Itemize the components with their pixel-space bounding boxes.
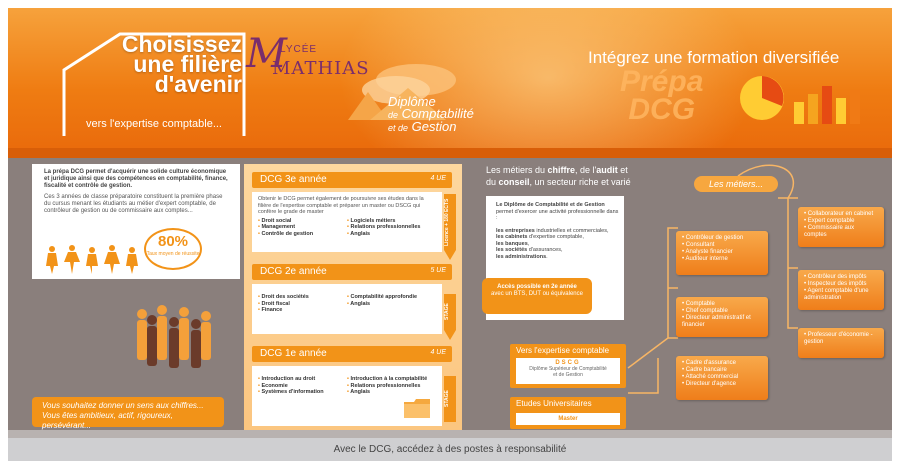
logo-lycee: LYCÉE (280, 44, 318, 55)
access-year-2-bubble: Accès possible en 2e année avec un BTS, … (482, 278, 592, 314)
header-banner: Choisissez une filière d'avenir vers l'e… (8, 8, 892, 158)
house-outline-icon (62, 32, 246, 136)
pie-bar-illustration-icon (740, 76, 860, 124)
year-2-header: DCG 2e année 5 UE (252, 264, 452, 280)
arrow-down-icon (444, 250, 456, 260)
intro-card: La prépa DCG permet d'acquérir une solid… (32, 164, 240, 279)
tagline: Intégrez une formation diversifiée (588, 48, 840, 67)
job-box-cabinet: Collaborateur en cabinet Expert comptabl… (798, 207, 884, 247)
folder-icon (404, 399, 430, 418)
year-3-courses-col2: Logiciels métiers Relations professionne… (347, 218, 436, 238)
job-box-accounting: Comptable Chef comptable Directeur admin… (676, 297, 768, 337)
expertise-path-box: Vers l'expertise comptable DSCG Diplôme … (510, 344, 626, 388)
year-1-body: Introduction au droit Economie Systèmes … (252, 366, 442, 426)
intro-body: Ces 3 années de classe préparatoire cons… (44, 194, 223, 214)
job-box-finance: Cadre d'assurance Cadre bancaire Attaché… (676, 356, 768, 400)
metiers-pill: Les métiers... (694, 176, 778, 192)
main-title: Choisissez une filière d'avenir (121, 31, 242, 97)
stage-tag-1: STAGE (444, 376, 456, 422)
dcg-fullname: Diplôme de Comptabilité et de Gestion (388, 94, 474, 134)
metiers-intro: Les métiers du chiffre, de l'audit et du… (486, 165, 631, 199)
job-box-public: Contrôleur des impôts Inspecteur des imp… (798, 270, 884, 310)
crowd-silhouette-icon (137, 305, 211, 368)
motto-banner: Vous souhaitez donner un sens aux chiffr… (32, 397, 224, 430)
job-box-analysis: Contrôleur de gestion Consultant Analyst… (676, 231, 768, 275)
rooftop-graphic-icon (348, 64, 456, 120)
prepa-dcg-title: Prépa DCG (620, 65, 704, 126)
year-3-header: DCG 3e année 4 UE (252, 172, 452, 188)
stage-tag-2: STAGE (444, 294, 456, 330)
year-3-body: Obtenir le DCG permet également de pours… (252, 192, 442, 252)
year-1-header: DCG 1e année 4 UE (252, 346, 452, 362)
year-3-courses-col1: Droit social Management Contrôle de gest… (258, 218, 347, 238)
logo-name: MATHIAS (272, 58, 370, 79)
year-2-courses-col2: Comptabilité approfondie Anglais (347, 294, 436, 314)
job-box-teaching: Professeur d'économie - gestion (798, 328, 884, 358)
logo-letter: M (246, 31, 287, 77)
jumping-people-icon (46, 245, 138, 274)
main-subtitle: vers l'expertise comptable... (86, 118, 222, 130)
career-connector-lines (627, 164, 798, 394)
sector-list: les entreprises industrielles et commerc… (496, 227, 609, 260)
footer-slogan: Avec le DCG, accédez à des postes à resp… (8, 438, 892, 461)
year-1-courses-col1: Introduction au droit Economie Systèmes … (258, 376, 347, 396)
header-baseline (8, 148, 892, 158)
year-2-courses-col1: Droit des sociétés Droit fiscal Finance (258, 294, 347, 314)
intro-lead: La prépa DCG permet d'acquérir une solid… (44, 169, 228, 189)
licence-ects-tag: Licence + 180 ECTS (444, 194, 456, 250)
footer-strip (8, 430, 892, 438)
curriculum-panel: DCG 3e année 4 UE Obtenir le DCG permet … (244, 164, 462, 436)
university-studies-box: Etudes Universitaires Master (510, 397, 626, 429)
year-2-body: Droit des sociétés Droit fiscal Finance … (252, 284, 442, 334)
arrow-down-icon (444, 330, 456, 340)
brochure-page: Choisissez une filière d'avenir vers l'e… (8, 8, 892, 461)
success-rate-badge: 80% Taux moyen de réussite (144, 228, 202, 270)
year-1-courses-col2: Introduction à la comptabilité Relations… (347, 376, 436, 396)
